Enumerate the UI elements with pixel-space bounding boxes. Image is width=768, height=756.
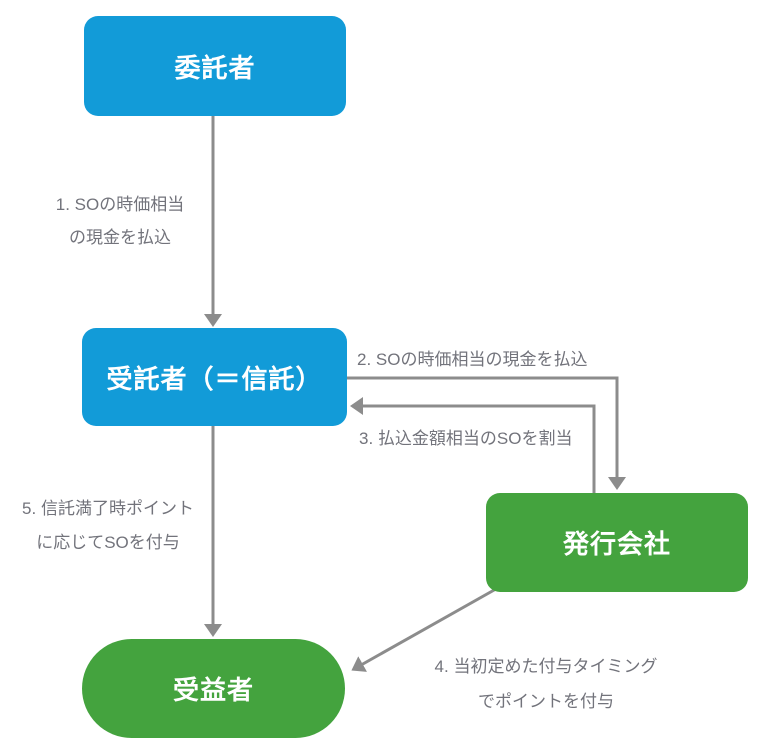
node-trustee-label: 受託者（＝信託）: [106, 363, 323, 394]
node-issuer-label: 発行会社: [562, 529, 671, 559]
edge-label-3: 3. 払込金額相当のSOを割当: [359, 424, 572, 449]
edge-label-5-line2: に応じてSOを付与: [36, 533, 180, 552]
edge-label-4-line1: 4. 当初定めた付与タイミング: [434, 657, 658, 676]
arrow-4-issuer-to-beneficiary-line: [351, 583, 504, 672]
edge-label-4-line2: でポイントを付与: [478, 692, 614, 711]
arrow-2-trustee-to-issuer-line: [347, 376, 626, 490]
node-beneficiary-label: 受益者: [172, 675, 254, 705]
edge-label-1-line1: 1. SOの時価相当: [55, 195, 185, 214]
edge-label-5-line1: 5. 信託満了時ポイント: [22, 499, 194, 518]
node-issuer: 発行会社: [486, 493, 748, 592]
edge-label-2-line1: 2. SOの時価相当の現金を払込: [357, 350, 588, 369]
edge-label-1-line2: の現金を払込: [69, 228, 171, 247]
edge-label-2: 2. SOの時価相当の現金を払込: [357, 345, 587, 370]
node-trustee: 受託者（＝信託）: [82, 328, 347, 426]
edge-label-5: 5. 信託満了時ポイント に応じてSOを付与: [8, 492, 208, 560]
edge-label-1: 1. SOの時価相当 の現金を払込: [30, 188, 210, 254]
node-consignor: 委託者: [84, 16, 346, 116]
node-consignor-label: 委託者: [174, 52, 256, 83]
node-beneficiary: 受益者: [82, 639, 345, 738]
edge-label-4: 4. 当初定めた付与タイミング でポイントを付与: [418, 649, 674, 719]
arrow-3-issuer-to-trustee-line: [350, 397, 596, 493]
edge-label-3-line1: 3. 払込金額相当のSOを割当: [359, 429, 573, 448]
